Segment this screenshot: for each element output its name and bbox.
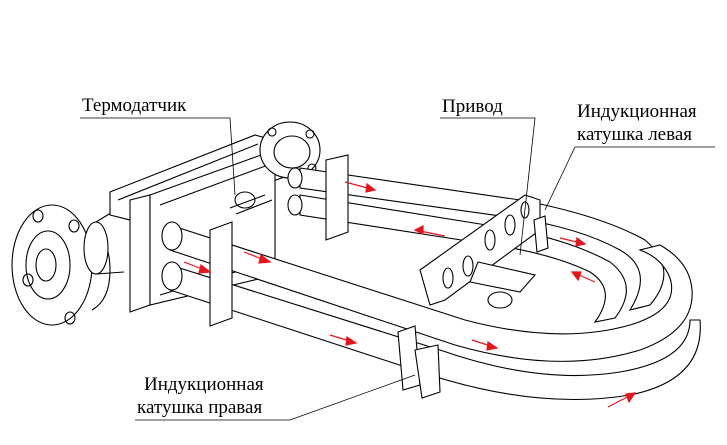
label-coil-right-line2: катушка правая [137, 397, 263, 418]
left-flange [11, 204, 125, 326]
label-drive: Привод [442, 96, 503, 117]
drive-plate [419, 194, 541, 309]
front-bracket [209, 221, 233, 327]
coil-right-body [397, 325, 441, 399]
label-coil-left-line1: Индукционная [577, 101, 697, 122]
label-coil-left-line2: катушка левая [577, 124, 693, 145]
thermo-sensor [229, 191, 273, 215]
right-flange [259, 121, 321, 179]
coil-left-body [533, 215, 549, 253]
label-coil-right-line1: Индукционная [144, 374, 264, 395]
label-thermo-sensor: Термодатчик [82, 95, 187, 116]
leader-lines [80, 117, 715, 421]
flow-arrows [183, 181, 637, 408]
rear-tubes [287, 154, 665, 323]
